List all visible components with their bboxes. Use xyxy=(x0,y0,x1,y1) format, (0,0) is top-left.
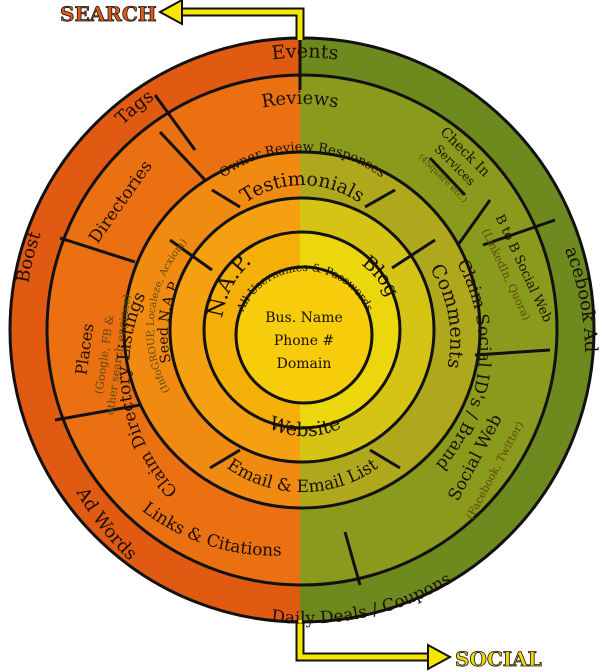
social-label: SOCIAL xyxy=(455,647,542,671)
search-arrow xyxy=(157,0,305,40)
divider-lines xyxy=(54,40,556,586)
center-phone: Phone # xyxy=(274,333,334,349)
search-label: SEARCH xyxy=(60,2,157,26)
social-arrow xyxy=(295,620,453,671)
center-circle xyxy=(234,265,374,405)
events-label: Events xyxy=(270,40,339,64)
reviews-label: Reviews xyxy=(260,88,340,113)
center-bus-name: Bus. Name xyxy=(265,310,343,326)
center-domain: Domain xyxy=(277,356,332,372)
